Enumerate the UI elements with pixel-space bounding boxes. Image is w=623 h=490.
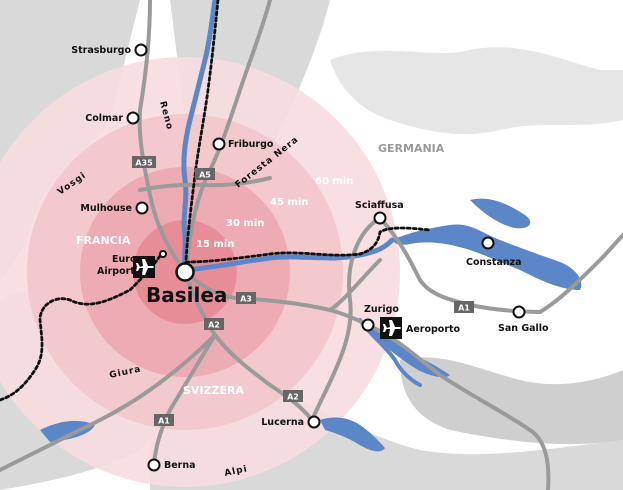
city-labels: Strasburgo Colmar Mulhouse Friburgo Scia… xyxy=(71,45,549,471)
road-label-a2-south: A2 xyxy=(287,393,299,402)
city-marker-colmar[interactable] xyxy=(126,111,140,125)
road-shield-a1-south: A1 xyxy=(154,414,174,426)
lake-constance-upper xyxy=(470,198,531,229)
border-france-germany xyxy=(184,0,220,262)
city-marker-constanza[interactable] xyxy=(481,236,495,250)
city-label-lucerna: Lucerna xyxy=(261,417,304,428)
city-label-berna: Berna xyxy=(164,460,196,471)
city-marker-berna[interactable] xyxy=(147,458,161,472)
euro-airport-label-line2: Airport xyxy=(97,266,135,277)
river-rhine-upper xyxy=(181,0,218,273)
city-marker-friburgo[interactable] xyxy=(212,137,226,151)
city-label-zurigo: Zurigo xyxy=(364,304,399,315)
euro-airport-label-line1: Euro xyxy=(112,254,137,265)
border-switzerland-germany xyxy=(184,226,432,264)
city-marker-basilea[interactable] xyxy=(175,262,195,282)
euro-airport-marker[interactable] xyxy=(159,250,167,258)
road-shield-a2-north: A2 xyxy=(204,318,224,330)
city-label-colmar: Colmar xyxy=(85,113,123,124)
ring-label-30: 30 min xyxy=(226,218,264,229)
road-shield-a3: A3 xyxy=(236,292,256,304)
country-label-germania: GERMANIA xyxy=(378,142,445,155)
city-marker-lucerna[interactable] xyxy=(307,415,321,429)
plane-icon xyxy=(383,320,401,336)
city-label-friburgo: Friburgo xyxy=(228,139,274,150)
road-shield-a1-east: A1 xyxy=(454,301,474,313)
city-markers xyxy=(126,43,526,472)
city-label-mulhouse: Mulhouse xyxy=(80,203,132,214)
plane-icon xyxy=(136,259,154,275)
road-shield-a2-south: A2 xyxy=(283,390,303,402)
river-rhine-east xyxy=(183,237,395,273)
road-shield-a35: A35 xyxy=(132,156,156,168)
ring-label-60: 60 min xyxy=(315,176,353,187)
city-label-constanza: Constanza xyxy=(466,257,522,268)
city-marker-sciaffusa[interactable] xyxy=(373,211,387,225)
zurich-airport-label: Aeroporto xyxy=(406,324,461,335)
euro-airport: Euro Airport xyxy=(97,254,155,278)
borders xyxy=(0,0,432,402)
road-label-a1-south: A1 xyxy=(158,417,170,426)
border-france-switzerland xyxy=(0,254,162,402)
city-marker-strasburgo[interactable] xyxy=(134,43,148,57)
river-aare xyxy=(358,318,422,387)
city-marker-mulhouse[interactable] xyxy=(135,201,149,215)
feature-label-alpi: Alpi xyxy=(224,464,249,479)
city-marker-san-gallo[interactable] xyxy=(512,305,526,319)
road-label-a3: A3 xyxy=(240,295,252,304)
ring-labels: 15 min 30 min 45 min 60 min xyxy=(196,176,353,250)
lake-constance xyxy=(392,224,582,290)
ring-label-15: 15 min xyxy=(196,239,234,250)
lake-lucerne xyxy=(320,417,385,452)
city-label-sciaffusa: Sciaffusa xyxy=(355,200,404,211)
road-label-a1-east: A1 xyxy=(458,304,470,313)
lake-biel xyxy=(40,420,95,442)
city-marker-zurigo[interactable] xyxy=(361,318,375,332)
zurich-airport: Aeroporto xyxy=(380,317,461,339)
road-label-a35: A35 xyxy=(135,159,153,168)
city-label-san-gallo: San Gallo xyxy=(498,323,549,334)
city-label-basilea: Basilea xyxy=(146,283,227,307)
country-label-francia: FRANCIA xyxy=(76,234,131,247)
ring-label-45: 45 min xyxy=(270,197,308,208)
road-label-a2-north: A2 xyxy=(208,321,220,330)
country-label-svizzera: SVIZZERA xyxy=(183,384,244,397)
road-shields: A35 A5 A3 A2 A2 A1 A1 xyxy=(132,156,474,426)
road-shield-a5: A5 xyxy=(195,168,215,180)
road-label-a5: A5 xyxy=(199,171,211,180)
city-label-strasburgo: Strasburgo xyxy=(71,45,131,56)
